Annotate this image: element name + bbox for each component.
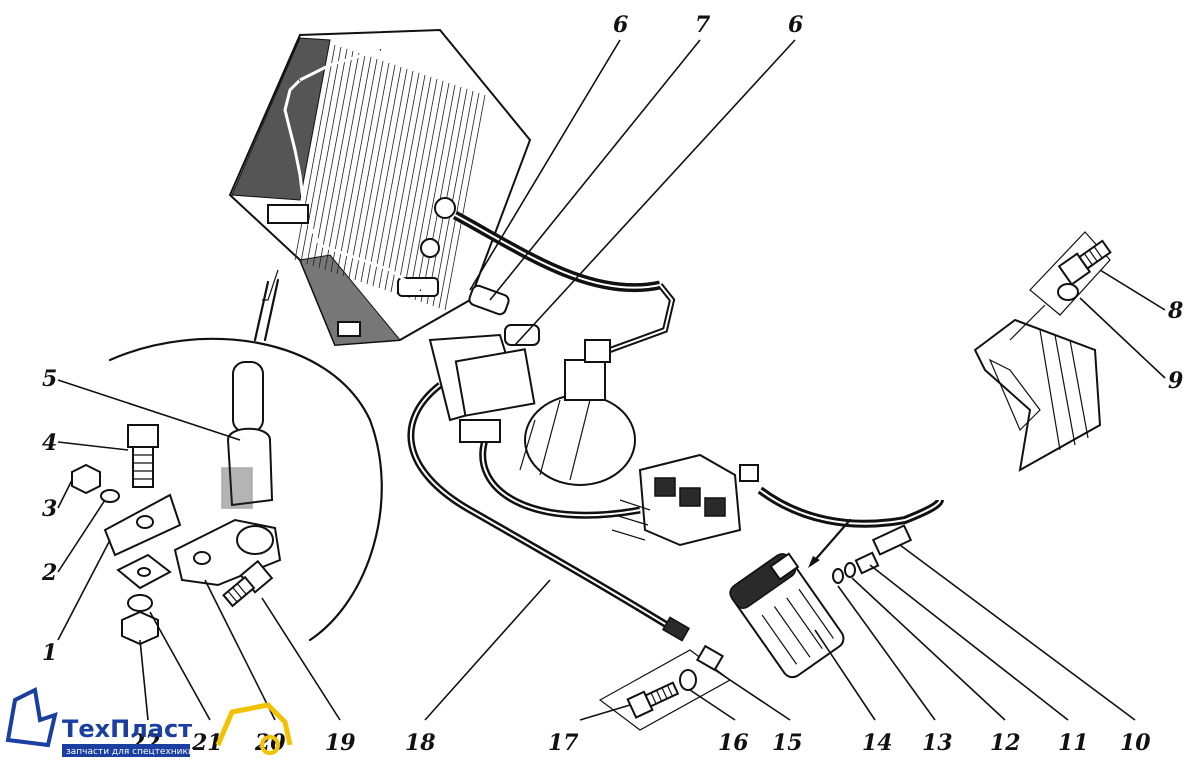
bracket-8-9 — [973, 231, 1112, 472]
excavator-bucket-icon — [5, 687, 58, 748]
bolt-17-group — [598, 644, 732, 731]
callout-16: 16 — [718, 730, 749, 756]
callout-1: 1 — [42, 640, 57, 666]
callout-9: 9 — [1168, 368, 1183, 394]
callout-6b: 6 — [788, 12, 803, 38]
callout-12: 12 — [990, 730, 1021, 756]
callout-5: 5 — [42, 366, 57, 392]
callout-14: 14 — [862, 730, 893, 756]
callout-13: 13 — [922, 730, 953, 756]
techplast-logo: ТехПласт запчасти для спецтехники — [5, 687, 293, 757]
callout-3: 3 — [42, 496, 57, 522]
clamp-detail — [71, 269, 383, 646]
leader-lines — [57, 39, 1166, 721]
callout-4: 4 — [42, 430, 57, 456]
callout-2: 2 — [41, 560, 57, 586]
svg-text:ТехПласт: ТехПласт — [62, 715, 192, 743]
callout-7: 7 — [695, 12, 711, 38]
logo-tagline: запчасти для спецтехники — [66, 747, 194, 757]
callout-6a: 6 — [613, 12, 628, 38]
logo-name-part1: Тех — [62, 715, 111, 743]
callout-15: 15 — [772, 730, 803, 756]
callout-19: 19 — [325, 730, 356, 756]
callout-10: 10 — [1120, 730, 1151, 756]
fittings-11-13 — [832, 551, 880, 584]
logo-name-part2: Пласт — [110, 715, 192, 743]
hoses — [407, 211, 944, 642]
callout-8: 8 — [1167, 298, 1183, 324]
hydraulic-tank — [228, 28, 532, 347]
loader-arm-icon — [215, 702, 293, 746]
control-valve — [611, 453, 759, 547]
filter-14 — [729, 518, 852, 679]
loader-wheel-icon — [260, 735, 280, 755]
callout-11: 11 — [1058, 730, 1089, 756]
callout-18: 18 — [405, 730, 436, 756]
logo-tagline-bar — [62, 744, 190, 757]
callout-17: 17 — [548, 730, 579, 756]
callout-labels: 5 4 3 2 1 6 7 6 8 9 10 11 12 13 14 15 16… — [41, 12, 1183, 756]
pump-unit — [428, 284, 636, 486]
